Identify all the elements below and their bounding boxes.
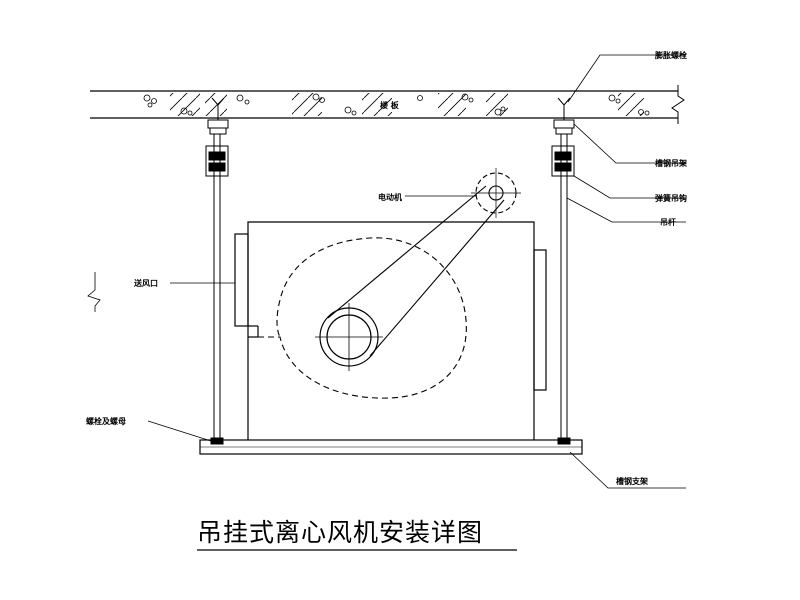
air-outlet-label: 送风口 xyxy=(133,278,158,288)
spring-hanger-label: 弹簧吊钩 xyxy=(655,193,687,203)
expansion-bolt-label: 膨胀螺栓 xyxy=(654,50,687,60)
motor xyxy=(471,168,521,218)
fan-scroll-volute xyxy=(258,237,467,399)
fan-impeller xyxy=(315,303,383,371)
angle-bracket-label: 槽钢吊架 xyxy=(655,158,687,168)
leader-lines xyxy=(87,54,686,489)
right-hanger-assembly xyxy=(551,97,575,445)
hanger-rod-label: 吊杆 xyxy=(660,217,676,227)
nut-washer-label: 螺栓及螺母 xyxy=(86,416,126,426)
belt-drive xyxy=(327,185,505,357)
fan-housing xyxy=(234,221,547,440)
motor-label: 电动机 xyxy=(378,192,402,202)
drawing-title: 吊挂式离心风机安装详图 xyxy=(197,518,483,547)
floor-slab xyxy=(90,85,685,124)
steel-support-label: 槽钢支架 xyxy=(616,476,648,486)
steel-support-channel xyxy=(199,439,583,455)
left-hanger-assembly xyxy=(205,97,229,445)
floor-slab-label: 楼 板 xyxy=(380,100,400,110)
